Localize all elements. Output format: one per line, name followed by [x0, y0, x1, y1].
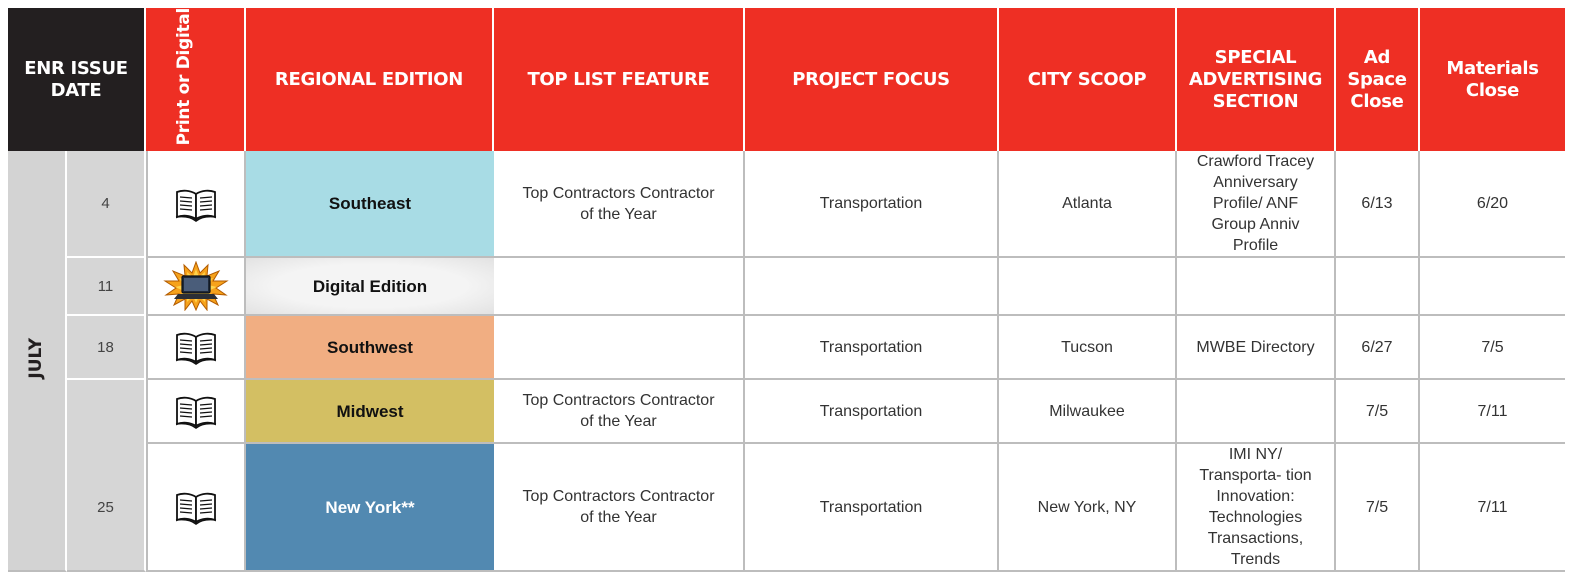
table-row: 18 Southwest Transportation Tucson MWBE … — [8, 316, 1565, 381]
city-scoop-cell — [999, 258, 1177, 317]
editorial-calendar-table: ENR ISSUE DATE Print or Digital REGIONAL… — [8, 8, 1565, 572]
top-list-cell — [494, 258, 745, 317]
project-focus-cell: Transportation — [745, 151, 999, 259]
header-special-advertising: SPECIAL ADVERTISING SECTION — [1177, 8, 1336, 152]
materials-close-cell — [1420, 258, 1565, 317]
table-row: 25 New York** Top Contractors Contractor… — [8, 444, 1565, 572]
header-city-scoop: CITY SCOOP — [999, 8, 1177, 152]
book-icon — [154, 186, 238, 222]
format-cell — [146, 151, 246, 259]
format-cell — [146, 316, 246, 381]
book-icon — [154, 489, 238, 526]
book-icon — [154, 393, 238, 430]
special-advertising-cell — [1177, 380, 1336, 445]
table-row: JULY 4 Southeast Top Contractors Contrac… — [8, 151, 1565, 572]
region-new-york: New York** — [246, 444, 494, 572]
ad-close-cell — [1336, 258, 1420, 317]
top-list-cell: Top Contractors Contractor of the Year — [494, 444, 745, 572]
book-icon — [154, 329, 238, 366]
materials-close-cell: 7/11 — [1420, 444, 1565, 572]
materials-close-cell: 7/11 — [1420, 380, 1565, 445]
header-project-focus: PROJECT FOCUS — [745, 8, 999, 152]
region-midwest: Midwest — [246, 380, 494, 445]
issue-day: 4 — [67, 151, 146, 259]
issue-day-blank — [67, 380, 146, 445]
month-label: JULY — [8, 151, 67, 572]
ad-close-cell: 7/5 — [1336, 380, 1420, 445]
format-cell — [146, 380, 246, 445]
project-focus-cell: Transportation — [745, 444, 999, 572]
format-cell — [146, 444, 246, 572]
project-focus-cell — [745, 258, 999, 317]
ad-close-cell: 7/5 — [1336, 444, 1420, 572]
city-scoop-cell: New York, NY — [999, 444, 1177, 572]
materials-close-cell: 6/20 — [1420, 151, 1565, 259]
special-advertising-cell: Crawford Tracey Anniversary Profile/ ANF… — [1177, 151, 1336, 259]
special-advertising-cell: MWBE Directory — [1177, 316, 1336, 381]
issue-day: 18 — [67, 316, 146, 381]
table-row: 11 Digital Edition — [8, 258, 1565, 317]
header-top-list-feature: TOP LIST FEATURE — [494, 8, 745, 152]
project-focus-cell: Transportation — [745, 380, 999, 445]
city-scoop-cell: Milwaukee — [999, 380, 1177, 445]
header-ad-space-close: Ad Space Close — [1336, 8, 1420, 152]
city-scoop-cell: Atlanta — [999, 151, 1177, 259]
header-print-or-digital: Print or Digital — [146, 8, 246, 152]
top-list-cell: Top Contractors Contractor of the Year — [494, 151, 745, 259]
format-cell — [146, 258, 246, 317]
region-southeast: Southeast — [246, 151, 494, 259]
header-issue-date: ENR ISSUE DATE — [8, 8, 146, 152]
top-list-cell: Top Contractors Contractor of the Year — [494, 380, 745, 445]
top-list-cell — [494, 316, 745, 381]
ad-close-cell: 6/27 — [1336, 316, 1420, 381]
table-row: Midwest Top Contractors Contractor of th… — [8, 380, 1565, 445]
header-regional-edition: REGIONAL EDITION — [246, 8, 494, 152]
header-print-or-digital-label: Print or Digital — [174, 8, 194, 146]
region-southwest: Southwest — [246, 316, 494, 381]
region-digital-edition: Digital Edition — [246, 258, 494, 317]
issue-day: 11 — [67, 258, 146, 317]
header-row: ENR ISSUE DATE Print or Digital REGIONAL… — [8, 8, 1565, 152]
project-focus-cell: Transportation — [745, 316, 999, 381]
header-materials-close: Materials Close — [1420, 8, 1565, 152]
laptop-starburst-icon — [154, 261, 238, 312]
special-advertising-cell — [1177, 258, 1336, 317]
special-advertising-cell: IMI NY/ Transporta- tion Innovation: Tec… — [1177, 444, 1336, 572]
city-scoop-cell: Tucson — [999, 316, 1177, 381]
issue-day: 25 — [67, 444, 146, 572]
ad-close-cell: 6/13 — [1336, 151, 1420, 259]
materials-close-cell: 7/5 — [1420, 316, 1565, 381]
